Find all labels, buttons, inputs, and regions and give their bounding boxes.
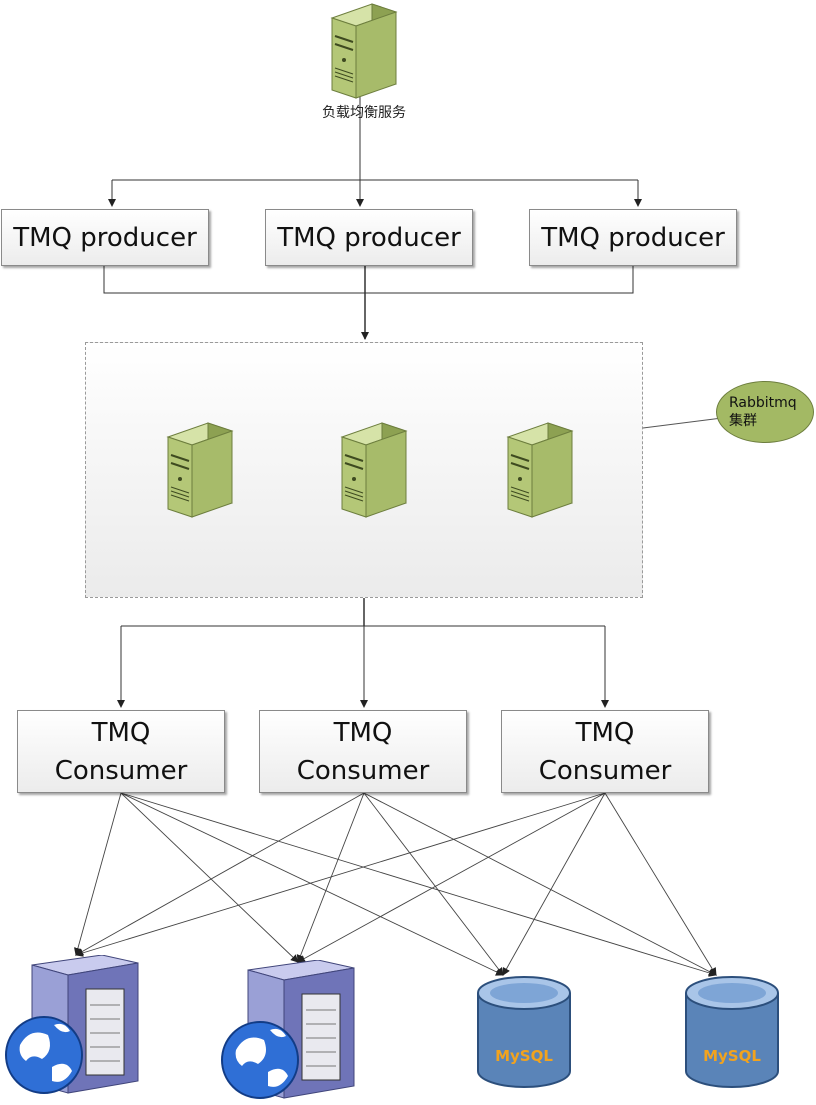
rabbitmq-cluster-callout: Rabbitmq 集群 bbox=[716, 381, 814, 443]
consumer-2-to-storage-4-line bbox=[363, 792, 717, 976]
consumer-box-2: TMQ Consumer bbox=[259, 710, 467, 793]
mysql-database-1-icon: MySQL bbox=[477, 976, 571, 1088]
consumer-1-to-storage-4-line bbox=[120, 792, 717, 977]
consumer-3-line-2: Consumer bbox=[538, 755, 672, 786]
web-server-2-icon bbox=[221, 960, 355, 1099]
consumer-3-line-1: TMQ bbox=[575, 717, 635, 748]
consumer-1-to-storage-1-line bbox=[74, 792, 122, 956]
consumer-1-to-storage-3-line bbox=[120, 792, 504, 976]
consumer-1-line-2: Consumer bbox=[54, 755, 188, 786]
producer-box-3: TMQ producer bbox=[529, 209, 737, 266]
load-balancer-server-icon bbox=[330, 3, 398, 99]
consumer-3-to-storage-3-line bbox=[502, 792, 606, 976]
producer-box-2: TMQ producer bbox=[265, 209, 473, 266]
mysql-database-2-icon: MySQL bbox=[685, 976, 779, 1088]
consumer-2-to-storage-2-line bbox=[296, 792, 365, 963]
consumer-3-to-storage-2-line bbox=[297, 792, 606, 963]
consumer-1-to-storage-2-line bbox=[120, 792, 299, 963]
load-balancer-label: 负载均衡服务 bbox=[322, 105, 406, 121]
producer-box-1: TMQ producer bbox=[1, 209, 209, 266]
cluster-node-2-server-icon bbox=[340, 422, 408, 518]
consumer-2-to-storage-3-line bbox=[363, 792, 504, 976]
callout-line-1: Rabbitmq bbox=[729, 395, 797, 411]
consumer-box-3: TMQ Consumer bbox=[501, 710, 709, 793]
consumer-box-1: TMQ Consumer bbox=[17, 710, 225, 793]
callout-line-2: 集群 bbox=[729, 413, 757, 429]
consumer-1-line-1: TMQ bbox=[91, 717, 151, 748]
consumer-3-to-storage-4-line bbox=[604, 792, 717, 976]
web-server-1-icon bbox=[5, 955, 139, 1094]
consumer-2-line-1: TMQ bbox=[333, 717, 393, 748]
consumer-storage-links bbox=[74, 792, 717, 977]
mysql-logo-text: MySQL bbox=[495, 1047, 553, 1065]
rabbitmq-cluster bbox=[85, 342, 643, 598]
cluster-node-3-server-icon bbox=[506, 422, 574, 518]
consumer-2-line-2: Consumer bbox=[296, 755, 430, 786]
callout-leader-line bbox=[642, 417, 723, 429]
cluster-node-1-server-icon bbox=[166, 422, 234, 518]
producers-bus-line bbox=[103, 266, 634, 294]
consumer-3-to-storage-1-line bbox=[75, 792, 606, 957]
consumer-2-to-storage-1-line bbox=[75, 792, 365, 956]
mysql-logo-text: MySQL bbox=[703, 1047, 761, 1065]
